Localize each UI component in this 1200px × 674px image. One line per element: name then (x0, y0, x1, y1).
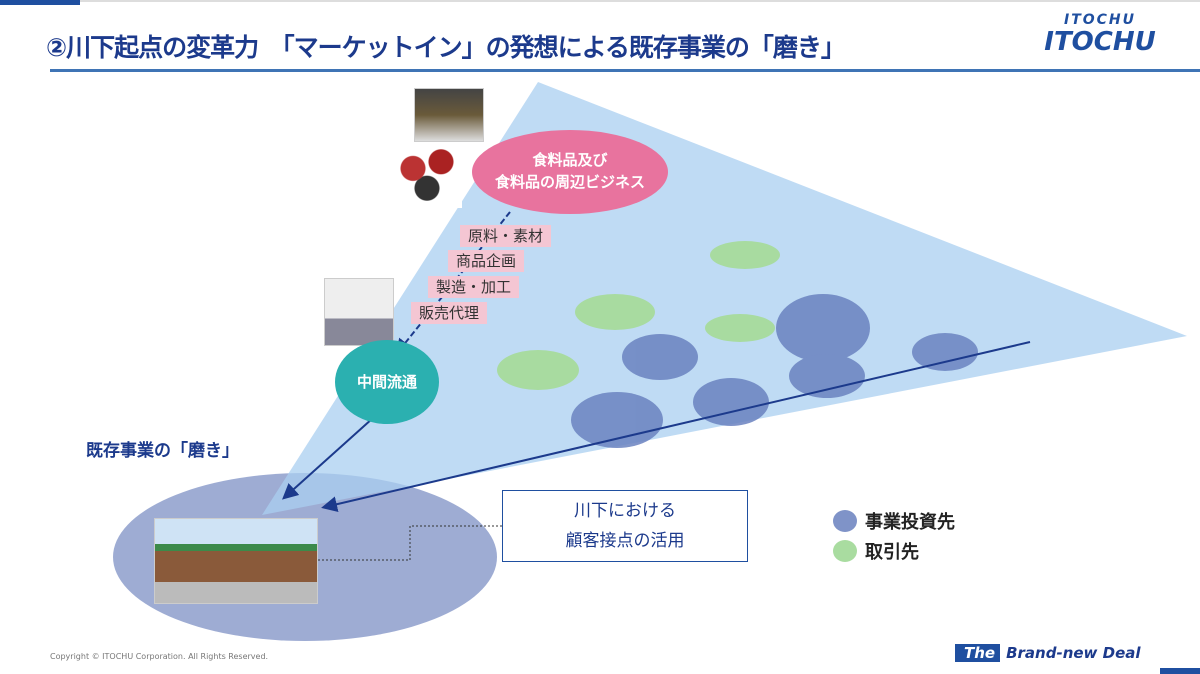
partner-dot (497, 350, 579, 390)
legend-swatch (833, 510, 857, 532)
callout-box: 川下における顧客接点の活用 (502, 490, 748, 562)
legend-swatch (833, 540, 857, 562)
top-line (0, 0, 1200, 2)
function-label: 製造・加工 (428, 276, 520, 298)
title-rule (50, 69, 1200, 72)
investment-dot (776, 294, 870, 362)
investment-dot (693, 378, 769, 426)
copyright: Copyright © ITOCHU Corporation. All Righ… (50, 652, 269, 661)
arrow-to-store (282, 417, 374, 500)
function-label: 販売代理 (411, 302, 488, 324)
arrow-from-market (321, 341, 1031, 513)
food-photo (414, 88, 484, 142)
partner-dot (710, 241, 780, 269)
function-label: 商品企画 (448, 250, 525, 272)
bottom-accent-bar (1160, 668, 1200, 674)
middle-distribution-bubble: 中間流通 (335, 340, 439, 424)
partner-dot (575, 294, 655, 330)
function-label: 原料・素材 (460, 225, 552, 247)
coffee-photo (392, 142, 462, 208)
investment-dot (912, 333, 978, 371)
truck-photo (324, 278, 394, 346)
page-title: ②川下起点の変革力 「マーケットイン」の発想による既存事業の「磨き」 (46, 33, 846, 62)
legend-partner: 取引先 (833, 538, 919, 564)
investment-dot (789, 354, 865, 398)
store-photo (154, 518, 318, 604)
callout-line (318, 525, 502, 561)
investment-dots (571, 294, 978, 448)
partner-dot (705, 314, 775, 342)
legend-investment: 事業投資先 (833, 508, 955, 534)
existing-business-label: 既存事業の「磨き」 (86, 441, 239, 461)
top-accent-bar (0, 0, 80, 5)
investment-dot (622, 334, 698, 380)
food-bubble: 食料品及び食料品の周辺ビジネス (472, 130, 668, 214)
partner-dots (497, 241, 780, 390)
